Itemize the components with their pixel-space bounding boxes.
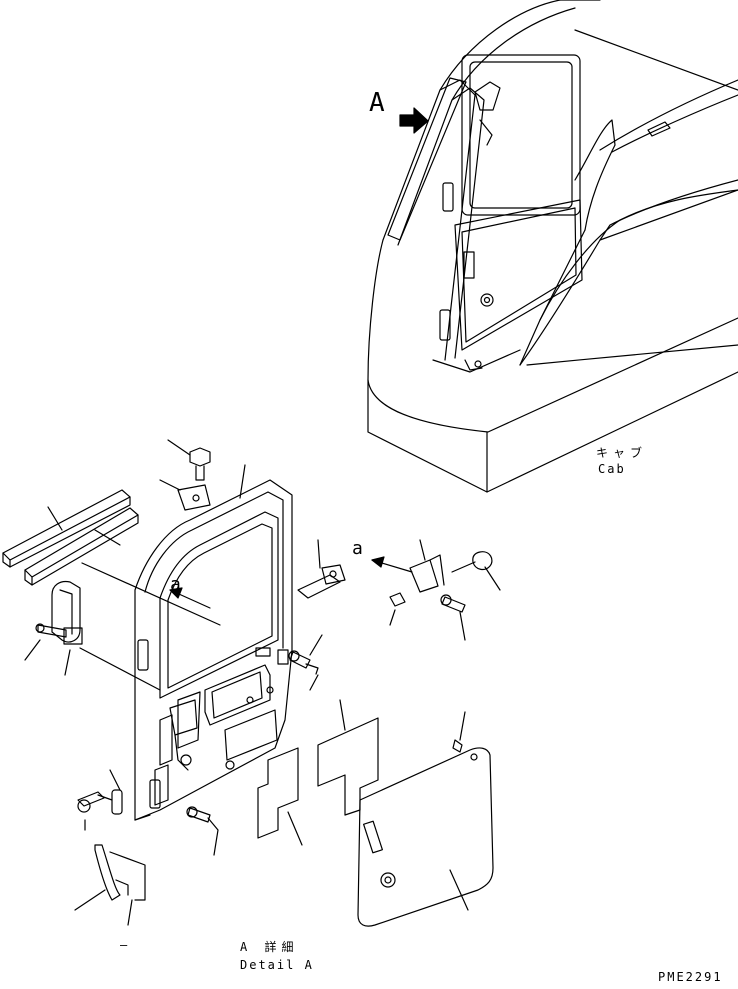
- dash-mark: —: [120, 938, 130, 952]
- top-bolt: [159, 439, 246, 511]
- detail-marker-a-left: a: [170, 574, 181, 595]
- detail-marker-a-right: a: [352, 538, 363, 559]
- weather-strips: [2, 489, 221, 626]
- lower-hinge-parts: [74, 769, 219, 926]
- door-trim-panel: [357, 711, 494, 927]
- insulation-sheets: [257, 699, 379, 846]
- cab-label-jp: キャブ: [596, 446, 648, 460]
- view-arrow-a: [399, 107, 429, 134]
- cab-body: [367, 0, 738, 493]
- striker-bracket: [389, 539, 501, 641]
- detail-a-leaders: [169, 556, 413, 609]
- mid-bolt: [288, 634, 323, 691]
- latch-bracket: [297, 539, 346, 599]
- view-marker-a: A: [369, 88, 385, 118]
- detail-title-en: Detail A: [240, 958, 314, 972]
- drawing-code: PME2291: [658, 970, 723, 984]
- cab-label-en: Cab: [598, 462, 626, 476]
- detail-title-jp: A 詳細: [240, 940, 299, 954]
- mirror-bracket: [24, 580, 161, 691]
